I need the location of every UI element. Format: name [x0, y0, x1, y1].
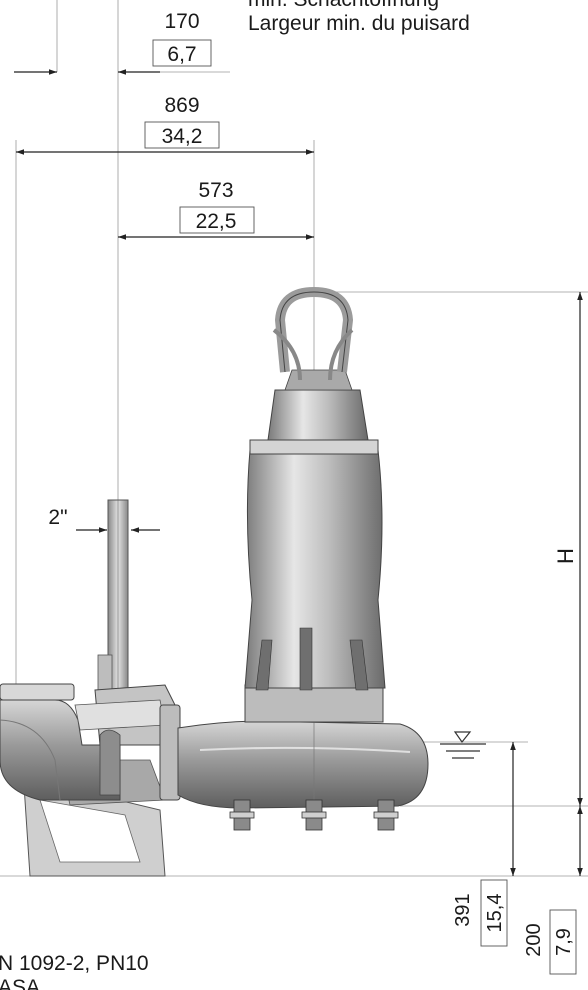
dimension-869: 869 34,2: [16, 94, 314, 155]
header-line-1: min. Schachtöffnung: [248, 0, 439, 11]
dim-391-in: 15,4: [484, 894, 506, 933]
dimension-height: H: [553, 292, 583, 806]
feet-bolts: [229, 799, 399, 831]
dim-869-mm: 869: [164, 94, 199, 117]
dim-height-label: H: [553, 548, 578, 564]
dim-200-mm: 200: [523, 923, 545, 956]
dim-869-in: 34,2: [162, 125, 203, 148]
note-line-1: N 1092-2, PN10: [0, 952, 149, 975]
dim-573-mm: 573: [198, 179, 233, 202]
dimension-391: 391 15,4: [452, 742, 516, 947]
note-line-2: ASA: [0, 976, 40, 990]
dimension-pipe: 2": [48, 506, 160, 533]
dimension-170: 170 6,7: [14, 10, 212, 75]
guide-pipe: [97, 499, 129, 696]
dim-170-box: [152, 39, 212, 67]
dim-200-in: 7,9: [553, 928, 575, 956]
dimension-573: 573 22,5: [118, 179, 314, 240]
dim-200-box: [549, 909, 577, 975]
dim-pipe-label: 2": [48, 506, 67, 529]
pump-motor: [244, 369, 386, 723]
dim-573-box: [179, 206, 255, 234]
lifting-handle: [272, 286, 354, 381]
dim-573-in: 22,5: [196, 210, 237, 233]
header-note: min. Schachtöffnung Largeur min. du puis…: [248, 0, 470, 35]
dim-869-box: [144, 121, 220, 149]
dim-170-in: 6,7: [167, 43, 196, 66]
header-line-2: Largeur min. du puisard: [248, 12, 470, 35]
flange-notes: N 1092-2, PN10 ASA: [0, 952, 149, 990]
discharge-bend: [0, 683, 121, 801]
water-level-symbol: [440, 731, 486, 759]
dim-391-mm: 391: [452, 893, 474, 926]
dimension-200: 200 7,9: [523, 806, 583, 975]
dim-391-box: [480, 879, 508, 947]
dim-170-mm: 170: [164, 10, 199, 33]
